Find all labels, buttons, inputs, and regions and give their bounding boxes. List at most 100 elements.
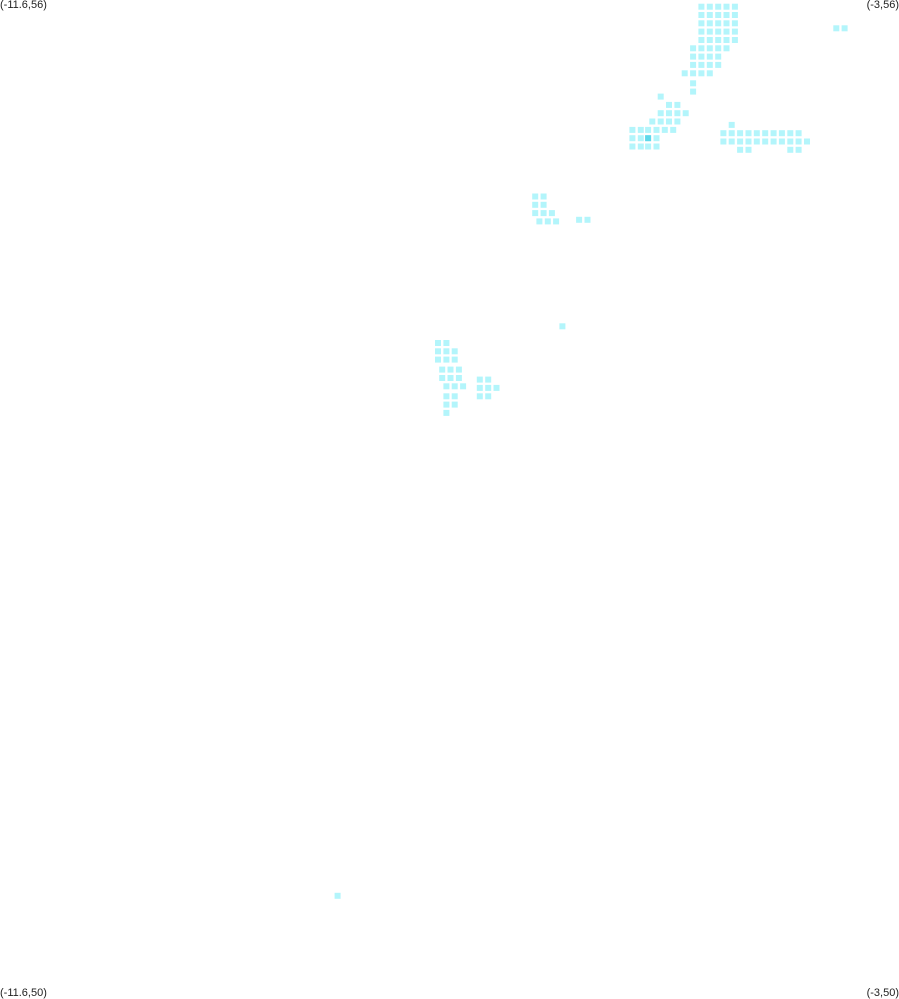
grid-cell — [443, 356, 450, 363]
grid-cell — [666, 110, 672, 117]
grid-cell — [745, 146, 752, 153]
grid-cell — [731, 20, 738, 27]
grid-cell — [674, 101, 681, 108]
grid-cell — [540, 210, 547, 217]
grid-cell — [544, 218, 551, 225]
grid-cell — [451, 356, 458, 363]
grid-cell — [778, 138, 785, 145]
grid-cell — [753, 130, 760, 137]
grid-cell — [720, 130, 727, 137]
grid-cell — [653, 135, 660, 142]
grid-cell — [715, 28, 722, 35]
grid-cell — [731, 3, 738, 10]
grid-cell — [690, 45, 697, 52]
grid-cell — [778, 130, 785, 137]
grid-cell — [637, 143, 644, 150]
grid-cell — [447, 366, 454, 373]
grid-cell — [451, 401, 458, 408]
grid-cell — [435, 348, 441, 355]
grid-cell — [439, 375, 446, 381]
grid-cell — [762, 130, 769, 137]
grid-cell — [485, 384, 492, 391]
grid-cell — [737, 130, 744, 137]
grid-cell — [451, 393, 458, 400]
grid-cell — [787, 146, 794, 153]
grid-cell — [690, 80, 697, 87]
grid-cell — [720, 138, 727, 145]
grid-cell — [649, 118, 656, 125]
grid-cell — [795, 146, 802, 153]
grid-cell — [485, 376, 492, 383]
grid-cell — [731, 28, 738, 35]
grid-cell — [666, 101, 672, 108]
grid-cell-highlight — [645, 135, 652, 142]
grid-cell — [584, 216, 591, 223]
grid-cell — [645, 143, 652, 150]
grid-cell — [455, 366, 462, 373]
grid-cell — [770, 130, 777, 137]
grid-cell — [451, 348, 458, 355]
grid-cell — [637, 135, 644, 142]
grid-cell — [532, 193, 539, 200]
grid-cell — [548, 210, 555, 217]
grid-cell — [706, 70, 713, 77]
grid-cell — [657, 93, 664, 100]
grid-cell — [698, 70, 705, 77]
grid-cell — [682, 110, 689, 117]
grid-cell — [833, 25, 840, 32]
grid-cell — [657, 110, 664, 117]
grid-cell — [715, 20, 722, 27]
grid-cell — [723, 45, 730, 52]
grid-cell — [715, 53, 722, 60]
grid-cell — [476, 393, 483, 400]
grid-cell — [681, 70, 688, 77]
grid-cell — [698, 3, 705, 10]
grid-cell — [629, 143, 636, 150]
grid-cell — [493, 384, 500, 391]
grid-cell — [540, 201, 547, 208]
grid-cell — [795, 138, 802, 145]
grid-cell — [770, 138, 777, 145]
grid-cell — [532, 201, 539, 208]
grid-cell — [753, 138, 760, 145]
grid-cell — [698, 28, 705, 35]
corner-label-bottom-right: (-3,50) — [866, 987, 899, 999]
grid-cell — [745, 138, 752, 145]
grid-cell — [723, 20, 730, 27]
grid-cell — [536, 218, 543, 225]
grid-cell — [723, 12, 730, 18]
grid-cell — [553, 218, 560, 225]
grid-cell — [731, 37, 738, 43]
grid-cell — [737, 138, 744, 145]
grid-cell — [653, 143, 660, 150]
grid-cell — [706, 61, 713, 68]
grid-cell — [690, 88, 697, 95]
grid-cell — [690, 61, 697, 68]
grid-cell — [728, 121, 735, 128]
grid-cell — [698, 12, 705, 18]
grid-cell — [443, 383, 450, 390]
corner-label-top-left: (-11.6,56) — [0, 0, 47, 11]
grid-cell — [451, 383, 458, 390]
grid-cell — [841, 25, 848, 32]
grid-cell — [645, 126, 652, 133]
grid-cell — [476, 384, 483, 391]
grid-cell — [706, 45, 713, 52]
grid-cell — [666, 118, 672, 125]
grid-cell — [706, 3, 713, 10]
grid-cell — [698, 61, 705, 68]
grid-cell — [674, 110, 681, 117]
grid-cell — [690, 70, 697, 77]
grid-cell — [476, 376, 483, 383]
grid-cell — [443, 348, 450, 355]
grid-cell — [690, 53, 697, 60]
grid-cell — [447, 375, 454, 381]
grid-cell — [787, 138, 794, 145]
corner-label-bottom-left: (-11.6,50) — [0, 987, 47, 999]
grid-cell — [674, 118, 681, 125]
grid-cell — [723, 3, 730, 10]
grid-cell — [762, 138, 769, 145]
grid-cell — [706, 37, 713, 43]
